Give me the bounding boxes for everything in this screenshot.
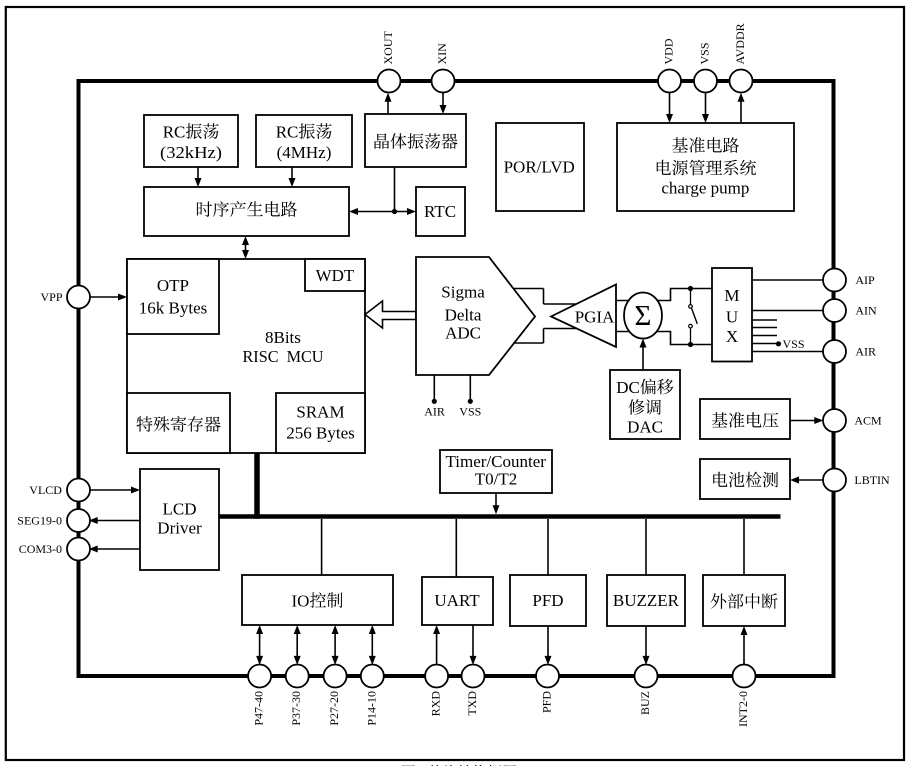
svg-text:AIR: AIR	[855, 345, 876, 359]
svg-text:Driver: Driver	[157, 519, 202, 538]
svg-text:DAC: DAC	[627, 418, 663, 437]
svg-text:RC: RC	[163, 123, 186, 142]
svg-text:P14-10: P14-10	[364, 691, 378, 726]
svg-text:P27-20: P27-20	[327, 691, 341, 726]
svg-text:VSS: VSS	[783, 337, 805, 351]
svg-text:SRAM: SRAM	[296, 403, 344, 422]
svg-text:PFD: PFD	[540, 691, 554, 713]
svg-text:ADC: ADC	[445, 324, 481, 343]
svg-text:AIR: AIR	[424, 405, 445, 419]
svg-text:256 Bytes: 256 Bytes	[286, 424, 354, 443]
svg-text:BUZZER: BUZZER	[613, 591, 680, 610]
svg-text:P47-40: P47-40	[252, 691, 266, 726]
svg-text:IO: IO	[292, 592, 310, 611]
svg-text:8Bits: 8Bits	[265, 328, 301, 347]
svg-text:LBTIN: LBTIN	[854, 473, 890, 487]
svg-text:INT2-0: INT2-0	[736, 691, 750, 727]
svg-text:AVDDR: AVDDR	[733, 23, 747, 64]
svg-text:PFD: PFD	[532, 591, 563, 610]
svg-text:X: X	[726, 327, 738, 346]
svg-text:BUZ: BUZ	[638, 691, 652, 715]
svg-text:OTP: OTP	[157, 276, 189, 295]
svg-text:ACM: ACM	[854, 414, 882, 428]
svg-text:TXD: TXD	[465, 691, 479, 716]
svg-text:16k Bytes: 16k Bytes	[139, 299, 207, 318]
svg-text:WDT: WDT	[316, 266, 355, 285]
svg-text:DC: DC	[616, 378, 640, 397]
svg-text:SEG19-0: SEG19-0	[17, 514, 62, 528]
svg-text:VSS: VSS	[459, 405, 481, 419]
svg-text:XIN: XIN	[435, 43, 449, 65]
svg-text:VDD: VDD	[662, 38, 676, 64]
svg-text:charge pump: charge pump	[661, 179, 749, 198]
svg-text:M: M	[724, 286, 739, 305]
svg-text:RTC: RTC	[424, 202, 456, 221]
svg-text:AIP: AIP	[855, 273, 875, 287]
svg-text:VLCD: VLCD	[29, 483, 62, 497]
svg-text:(32kHz): (32kHz)	[160, 143, 222, 162]
svg-text:PGIA: PGIA	[575, 307, 615, 326]
svg-text:RISC MCU: RISC MCU	[243, 347, 324, 366]
svg-text:UART: UART	[434, 591, 480, 610]
svg-text:RXD: RXD	[429, 691, 443, 717]
svg-text:Sigma: Sigma	[441, 283, 485, 302]
svg-text:U: U	[726, 308, 738, 327]
svg-text:AIN: AIN	[855, 304, 877, 318]
svg-text:POR/LVD: POR/LVD	[504, 158, 575, 177]
svg-text:VSS: VSS	[698, 42, 712, 64]
svg-text:Σ: Σ	[635, 300, 652, 332]
svg-text:(4MHz): (4MHz)	[277, 143, 332, 162]
svg-text:LCD: LCD	[163, 499, 197, 518]
svg-text:RC: RC	[276, 123, 299, 142]
svg-text:VPP: VPP	[41, 290, 63, 304]
svg-text:T0/T2: T0/T2	[475, 470, 518, 489]
svg-text:Delta: Delta	[445, 306, 482, 325]
svg-text:XOUT: XOUT	[381, 31, 395, 65]
svg-text:P37-30: P37-30	[289, 691, 303, 726]
svg-text:Timer/Counter: Timer/Counter	[446, 452, 547, 471]
svg-text:COM3-0: COM3-0	[19, 542, 62, 556]
